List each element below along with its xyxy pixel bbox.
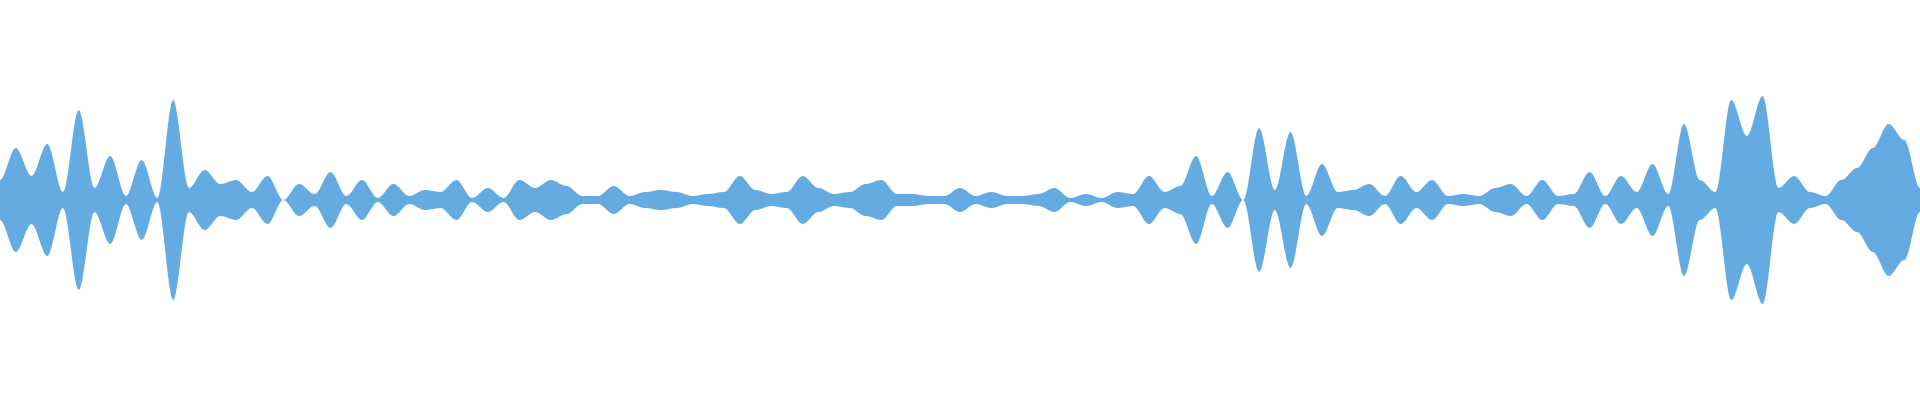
- waveform-shape: [0, 96, 1920, 304]
